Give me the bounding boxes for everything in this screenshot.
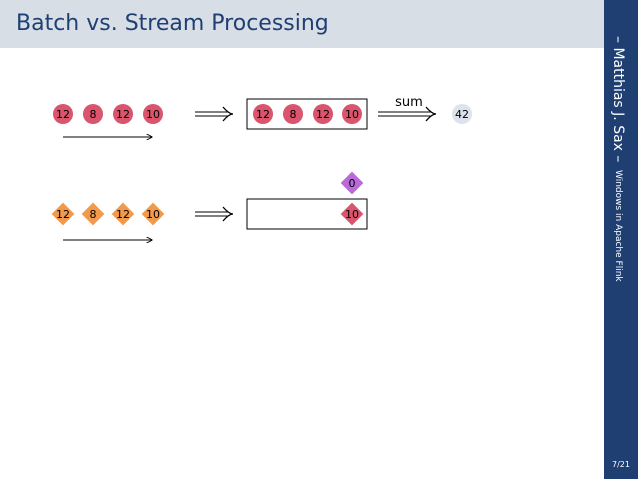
batch-input-circle: [113, 104, 133, 124]
batch-buffer-circle: [283, 104, 303, 124]
batch-input-value: 12: [116, 108, 130, 121]
batch-buffer-item: 12: [253, 104, 273, 124]
page-number: 7/21: [606, 460, 636, 469]
slide-title: Batch vs. Stream Processing: [16, 11, 329, 36]
batch-input-value: 8: [90, 108, 97, 121]
stream-input-value: 12: [56, 208, 70, 221]
batch-input-item: 12: [53, 104, 73, 124]
batch-input-item: 12: [113, 104, 133, 124]
batch-buffer-value: 12: [316, 108, 330, 121]
batch-buffer-value: 8: [290, 108, 297, 121]
page-separator: /: [617, 460, 620, 469]
sum-arrow: [378, 106, 437, 122]
batch-input-circle: [53, 104, 73, 124]
sum-result-value: 42: [455, 108, 469, 121]
sum-operation-label: sum: [395, 95, 423, 110]
stream-state: 0: [340, 171, 364, 195]
batch-buffer-item: 8: [283, 104, 303, 124]
stream-input-value: 10: [146, 208, 160, 221]
batch-buffer-value: 12: [256, 108, 270, 121]
stream-state-value: 0: [349, 177, 356, 190]
batch-buffer-circle: [253, 104, 273, 124]
title-bar: Batch vs. Stream Processing: [0, 0, 604, 48]
stream-input-item: 8: [81, 202, 105, 226]
page-total: 21: [619, 460, 630, 469]
batch-input-value: 12: [56, 108, 70, 121]
batch-implies-arrow: [195, 106, 234, 122]
sidebar-talk-title: Windows in Apache Flink: [613, 170, 623, 282]
batch-buffer-circle: [313, 104, 333, 124]
stream-input-sequence: 12 8 12 10: [51, 202, 165, 226]
stream-input-item: 10: [141, 202, 165, 226]
batch-buffer-item: 10: [342, 104, 362, 124]
batch-buffer-circle: [342, 104, 362, 124]
batch-input-circle: [83, 104, 103, 124]
stream-input-value: 12: [116, 208, 130, 221]
stream-current-item: 10: [340, 202, 364, 226]
stream-input-item: 12: [51, 202, 75, 226]
sidebar-author: – Matthias J. Sax –: [610, 36, 626, 163]
batch-input-item: 8: [83, 104, 103, 124]
batch-buffer-items: 12 8 12 10: [253, 104, 362, 124]
stream-input-item: 12: [111, 202, 135, 226]
batch-buffer-item: 12: [313, 104, 333, 124]
batch-buffer-value: 10: [345, 108, 359, 121]
stream-input-value: 8: [90, 208, 97, 221]
sum-result-circle: [452, 104, 472, 124]
batch-stream-diagram: 12 8 12 10 12 8 12 10 sum 42 12 8 12 10: [51, 95, 472, 479]
batch-input-value: 10: [146, 108, 160, 121]
stream-implies-arrow: [195, 206, 234, 222]
batch-input-sequence: 12 8 12 10: [53, 104, 163, 124]
stream-input-diamond: [81, 202, 105, 226]
batch-input-item: 10: [143, 104, 163, 124]
sidebar: [604, 0, 638, 479]
page-current: 7: [612, 460, 618, 469]
stream-current-value: 10: [345, 208, 359, 221]
batch-input-circle: [143, 104, 163, 124]
